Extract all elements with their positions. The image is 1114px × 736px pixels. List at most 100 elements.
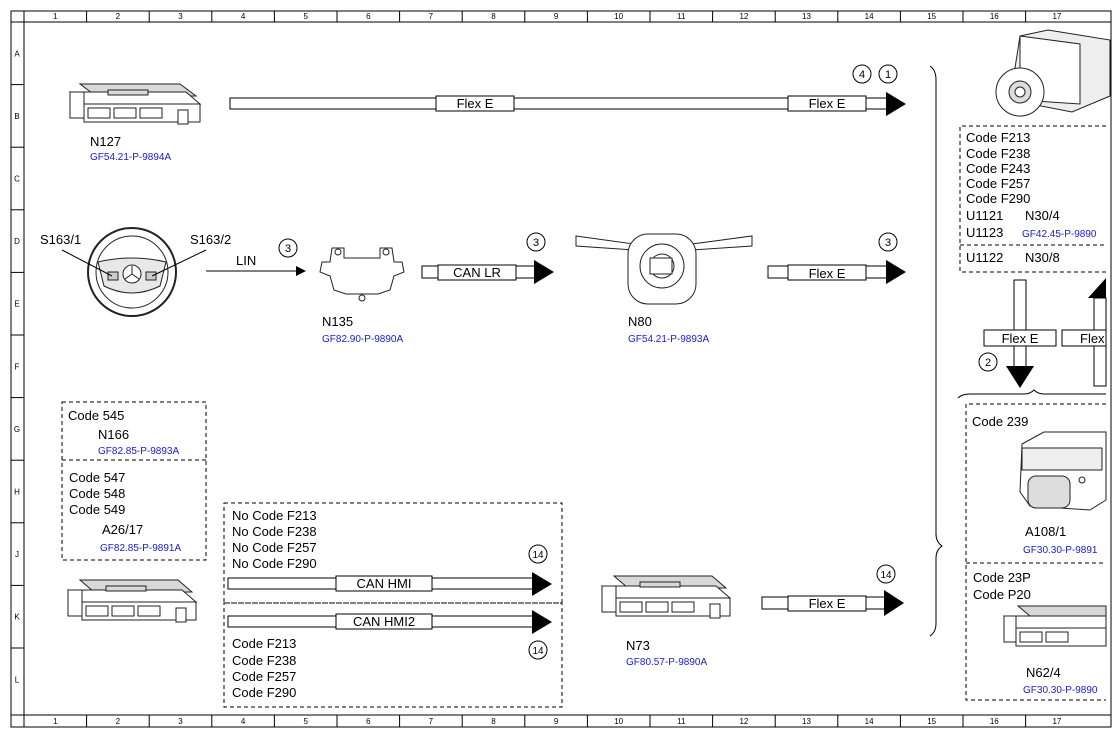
code-f290: Code F290 — [232, 685, 296, 700]
n80-module: N80 GF54.21-P-9893A — [575, 233, 753, 345]
grid-col-label: 4 — [241, 12, 246, 21]
flex-label-cut: Flex — [1080, 331, 1105, 346]
rt-code-f238: Code F238 — [966, 146, 1030, 161]
code-f238: Code F238 — [232, 653, 296, 668]
flex-e-line-n127: Flex E Flex E 4 1 — [229, 64, 906, 116]
n73-ref-link[interactable]: GF80.57-P-9890A — [626, 657, 707, 668]
grid-col-label: 2 — [116, 12, 121, 21]
grid-col-label: 10 — [614, 717, 623, 726]
a26-17-ref-link[interactable]: GF82.85-P-9891A — [100, 543, 181, 554]
grid-col-label: 12 — [739, 12, 748, 21]
grid-col-label: 6 — [366, 717, 371, 726]
a108-label: A108/1 — [1025, 524, 1066, 539]
grid-col-label: 15 — [927, 12, 936, 21]
grid-col-label: 5 — [303, 717, 308, 726]
a108-code: Code 239 — [972, 414, 1028, 429]
code-f257: Code F257 — [232, 669, 296, 684]
grid-col-label: 11 — [677, 12, 686, 21]
grid-col-label: 6 — [366, 12, 371, 21]
lin-connection: LIN 3 — [206, 238, 306, 276]
grid-col-label: 3 — [178, 12, 183, 21]
grid-col-label: 9 — [554, 717, 559, 726]
grid-col-label: 13 — [802, 12, 811, 21]
badge-3-can-lr: 3 — [533, 237, 539, 249]
n135-label: N135 — [322, 314, 353, 329]
n166-a26-group: Code 545 N166 GF82.85-P-9893A Code 547 C… — [61, 401, 207, 561]
badge-1: 1 — [885, 69, 891, 81]
grid-col-label: 15 — [927, 717, 936, 726]
can-lr-label: CAN LR — [453, 265, 501, 280]
n80-device-icon — [575, 233, 753, 305]
rt-code-f213: Code F213 — [966, 130, 1030, 145]
n127-ref-link[interactable]: GF54.21-P-9894A — [90, 152, 171, 163]
n80-label: N80 — [628, 314, 652, 329]
flex-e-vertical-up: Flex — [1061, 278, 1107, 387]
n166-label: N166 — [98, 427, 129, 442]
a26-code-1: Code 547 — [69, 470, 125, 485]
n30-4-label: N30/4 — [1025, 208, 1060, 223]
flex-e-label-n80: Flex E — [809, 266, 846, 281]
n73-module: N73 GF80.57-P-9890A — [600, 575, 732, 668]
no-code-f213: No Code F213 — [232, 508, 317, 523]
rt-code-f257: Code F257 — [966, 176, 1030, 191]
badge-3-flex-e: 3 — [885, 237, 891, 249]
right-top-device-icon — [995, 29, 1111, 117]
grid-col-label: 2 — [116, 717, 121, 726]
flex-e-line-n80: Flex E 3 — [767, 232, 906, 284]
a108-ref-link[interactable]: GF30.30-P-9891 — [1023, 545, 1098, 556]
flex-e-label-down: Flex E — [1002, 331, 1039, 346]
can-hmi-label: CAN HMI — [357, 576, 412, 591]
s163-1-label: S163/1 — [40, 232, 81, 247]
n73-label: N73 — [626, 638, 650, 653]
grid-col-label: 17 — [1052, 12, 1061, 21]
no-code-f290: No Code F290 — [232, 556, 317, 571]
u1122-label: U1122 — [966, 250, 1003, 265]
n166-code: Code 545 — [68, 408, 124, 423]
lin-label: LIN — [236, 253, 256, 268]
bus-brace — [929, 65, 943, 637]
flex-e-label-n73: Flex E — [809, 596, 846, 611]
right-top-code-group: Code F213 Code F238 Code F243 Code F257 … — [959, 125, 1106, 273]
grid-row-label: D — [14, 237, 20, 246]
grid-row-label: E — [14, 300, 19, 309]
grid-row-label: H — [14, 488, 20, 497]
rt-ref-link[interactable]: GF42.45-P-9890 — [1022, 229, 1097, 240]
grid-col-label: 8 — [491, 12, 496, 21]
grid-col-label: 9 — [554, 12, 559, 21]
grid-row-label: G — [14, 425, 20, 434]
n73-device-icon — [600, 575, 732, 619]
flex-e-label-2: Flex E — [809, 96, 846, 111]
s163-2-label: S163/2 — [190, 232, 231, 247]
a108-device-icon — [1019, 431, 1107, 511]
can-hmi2-group: CAN HMI2 14 Code F213 Code F238 Code F25… — [223, 602, 563, 708]
rt-code-f290: Code F290 — [966, 191, 1030, 206]
flex-e-vertical-down: Flex E 2 — [978, 279, 1057, 388]
grid-row-label: C — [14, 175, 20, 184]
n62-ref-link[interactable]: GF30.30-P-9890 — [1023, 685, 1098, 696]
grid-col-label: 14 — [865, 12, 874, 21]
grid-col-label: 16 — [990, 12, 999, 21]
n166-ref-link[interactable]: GF82.85-P-9893A — [98, 446, 179, 457]
badge-14-flex-e: 14 — [880, 570, 892, 581]
grid-col-label: 5 — [303, 12, 308, 21]
lower-brace — [957, 389, 1106, 399]
no-code-f257: No Code F257 — [232, 540, 317, 555]
u1121-label: U1121 — [966, 208, 1003, 223]
grid-col-label: 16 — [990, 717, 999, 726]
grid-col-label: 11 — [677, 717, 686, 726]
n62-code-2: Code P20 — [973, 587, 1031, 602]
flex-e-label-1: Flex E — [457, 96, 494, 111]
badge-14-can-hmi2: 14 — [532, 646, 544, 657]
n30-8-label: N30/8 — [1025, 250, 1060, 265]
n135-ref-link[interactable]: GF82.90-P-9890A — [322, 334, 403, 345]
grid-row-label: A — [14, 49, 20, 58]
a26-code-3: Code 549 — [69, 502, 125, 517]
grid-col-label: 10 — [614, 12, 623, 21]
u1123-label: U1123 — [966, 225, 1003, 240]
grid-row-label: K — [14, 613, 20, 622]
n80-ref-link[interactable]: GF54.21-P-9893A — [628, 334, 709, 345]
grid-col-label: 3 — [178, 717, 183, 726]
n62-label: N62/4 — [1026, 665, 1061, 680]
steering-wheel: S163/1 S163/2 — [40, 227, 231, 317]
rt-code-f243: Code F243 — [966, 161, 1030, 176]
